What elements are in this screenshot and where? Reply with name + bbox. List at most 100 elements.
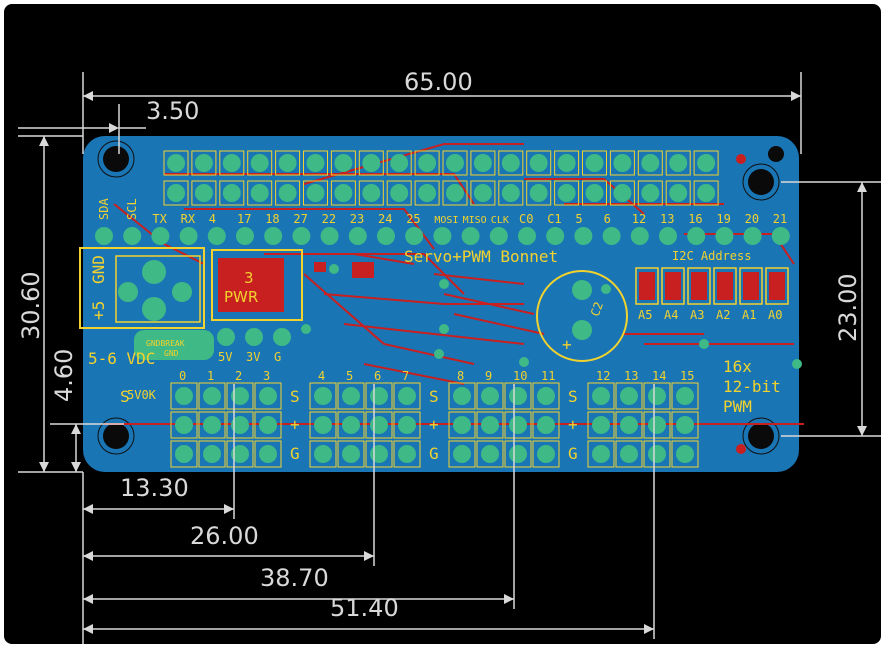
power-pin — [273, 328, 291, 346]
header-pin — [697, 154, 716, 172]
header-pin-frame — [582, 150, 607, 176]
header-pin — [362, 184, 381, 202]
header-pin-frame — [582, 180, 607, 206]
via — [434, 349, 444, 359]
via — [329, 264, 339, 274]
pin-label: RX — [181, 212, 196, 226]
via — [519, 357, 529, 367]
power-pin — [245, 328, 263, 346]
pin-label: CLK — [491, 215, 509, 226]
header-pin-frame — [386, 180, 412, 206]
header-pin — [641, 154, 660, 172]
smd-pad — [352, 262, 374, 278]
dimension-arrow — [71, 424, 81, 434]
gpio-breakout-pin — [574, 227, 593, 245]
header-pin-frame — [330, 180, 356, 206]
servo-pin-frame — [476, 382, 504, 410]
gnd-label: GND — [164, 349, 179, 358]
header-pin-frame — [275, 180, 301, 206]
header-pin — [529, 184, 548, 202]
pwr-jumper: 3 PWR — [211, 249, 303, 321]
header-pin — [390, 154, 409, 172]
gpio-breakout-pin — [207, 227, 226, 245]
row-label-plus: + — [429, 415, 439, 434]
servo-pin — [175, 387, 193, 405]
servo-pin — [314, 387, 332, 405]
gnd-break-jumper: GNDBREAK GND — [134, 330, 214, 360]
header-pin-frame — [554, 150, 580, 176]
header-pin — [362, 154, 381, 172]
dimension-arrow — [39, 462, 49, 472]
dim-header-51: 51.40 — [330, 594, 399, 622]
header-pin-frame — [303, 180, 328, 206]
servo-pin-frame — [226, 411, 254, 439]
header-pin-frame — [609, 180, 635, 206]
gpio-breakout-pin — [320, 227, 339, 245]
servo-pin — [259, 416, 277, 434]
header-pin — [501, 154, 520, 172]
address-jumper-frame — [687, 267, 711, 305]
servo-pin-frame — [643, 382, 671, 410]
gpio-breakout-pin — [518, 227, 536, 245]
header-pin — [669, 184, 688, 202]
header-pin-frame — [358, 150, 384, 176]
mounting-hole — [103, 423, 129, 449]
header-pin-frame — [414, 150, 440, 176]
row-label-ground: G — [290, 444, 300, 463]
header-pin-frame — [665, 180, 691, 206]
servo-pin — [676, 445, 694, 463]
header-pin-frame — [554, 180, 580, 206]
servo-pin-frame — [587, 440, 615, 468]
dimension-arrow — [83, 594, 93, 604]
servo-pin — [453, 416, 471, 434]
pin-label: 13 — [660, 212, 674, 226]
header-pin — [613, 154, 632, 172]
small-hole — [768, 146, 784, 162]
row-label-signal: S — [568, 387, 578, 406]
address-jumper-pad — [691, 272, 707, 300]
copper-trace — [524, 178, 645, 215]
smd-pad — [314, 262, 326, 272]
servo-pin — [620, 416, 638, 434]
servo-pin-frame — [532, 382, 560, 410]
dimension-arrow — [109, 123, 119, 133]
header-pin — [250, 184, 269, 202]
header-pin-frame — [358, 180, 384, 206]
pin-label: 16 — [688, 212, 702, 226]
gpio-breakout-pin — [630, 227, 649, 245]
copper-trace — [343, 323, 525, 345]
dimension-arrow — [83, 91, 93, 101]
header-pin-frame — [526, 150, 552, 176]
power-pin-label: 5V — [218, 350, 232, 364]
header-pin-frame — [219, 180, 245, 206]
servo-channel-label: 3 — [263, 369, 270, 383]
via — [439, 279, 449, 289]
servo-pin-frame — [671, 440, 699, 468]
servo-channel-label: 15 — [680, 369, 694, 383]
header-pin — [585, 154, 604, 172]
servo-pin-frame — [337, 440, 365, 468]
dim-header-38: 38.70 — [260, 564, 329, 592]
servo-pin — [592, 445, 610, 463]
servo-pin — [537, 416, 555, 434]
servo-pin-frame — [226, 440, 254, 468]
terminal-plus-label: +5 — [89, 301, 108, 320]
row-label-ground: G — [429, 444, 439, 463]
address-jumper-frame — [713, 267, 737, 305]
power-pin-label: 3V — [246, 350, 260, 364]
servo-pin-frame — [643, 440, 671, 468]
capacitor-c2: C2 + — [536, 270, 628, 362]
header-pin — [418, 154, 437, 172]
pin-label: C1 — [547, 212, 561, 226]
servo-channel-label: 12 — [596, 369, 610, 383]
copper-trace — [264, 253, 465, 295]
pin-label: 18 — [265, 212, 279, 226]
header-pin-frame — [219, 150, 245, 176]
servo-pin — [648, 387, 666, 405]
mounting-holes — [97, 140, 784, 455]
dim-hole-offset: 3.50 — [146, 97, 199, 125]
servo-pin-frame — [671, 411, 699, 439]
header-pin — [334, 154, 353, 172]
